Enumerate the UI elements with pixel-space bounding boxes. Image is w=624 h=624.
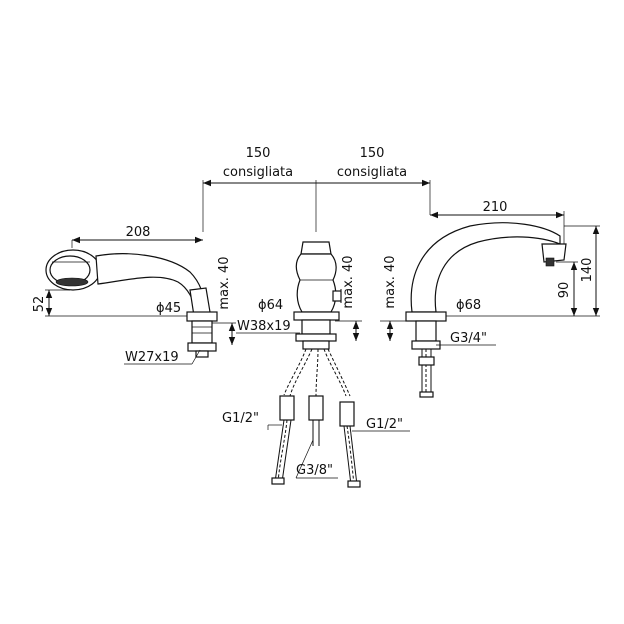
spout-thread-label: G3/4" [450, 331, 487, 346]
mixer-base [293, 311, 340, 321]
shower-head-spray-plate [55, 277, 89, 287]
hose-right-upper-b [327, 348, 351, 397]
hose-right-end [347, 480, 361, 488]
hose-center-thread-leader [295, 439, 314, 479]
handshower-base [186, 311, 218, 322]
spout-nut [411, 340, 441, 350]
spout-outlet [541, 243, 567, 263]
spout-140-label: 140 [580, 258, 595, 283]
handshower-thread-leader [191, 349, 201, 365]
spout-90-label: 90 [557, 282, 572, 299]
hose-left-lower [277, 419, 288, 483]
hose-left-lower-edge [281, 419, 292, 483]
spout-aerator [545, 257, 555, 267]
spacing-dimension-group: 150 consigliata 150 consigliata [202, 146, 431, 232]
spout-diameter-label: ϕ68 [456, 298, 481, 313]
mixer-diverter-knob [332, 290, 342, 302]
hose-right-connector [339, 401, 355, 427]
hose-left-thread-label: G1/2" [222, 411, 259, 426]
spacing-right-note: consigliata [337, 165, 407, 180]
hose-right-upper [323, 348, 347, 397]
hose-right-lower-edge [343, 425, 352, 486]
spout-shank [415, 320, 437, 342]
shower-handle [95, 253, 206, 313]
hose-center-connector [308, 395, 324, 421]
hose-left-end [271, 477, 285, 485]
mixer-lever [300, 241, 332, 255]
handshower-thread-label: W27x19 [125, 350, 179, 365]
hand-shower-drawing: 208 52 ϕ45 max. 40 W27x19 [32, 225, 236, 365]
mixer-drawing: ϕ64 W38x19 max. 40 [222, 241, 410, 488]
hose-center-upper [315, 348, 319, 397]
spout-base [405, 311, 447, 322]
supply-hoses [271, 348, 361, 488]
handshower-length-label: 208 [126, 225, 151, 240]
hose-right-lower [346, 425, 355, 486]
mixer-max-label: max. 40 [341, 255, 356, 308]
spout-max-label: max. 40 [383, 255, 398, 308]
hose-right-thread-label: G1/2" [366, 417, 403, 432]
hose-right-lower-edge [349, 425, 358, 486]
hose-left-upper [283, 348, 307, 396]
handshower-fitting [195, 350, 209, 358]
mixer-nut [295, 333, 337, 342]
mixer-shank [301, 319, 331, 335]
hose-center-thread-label: G3/8" [296, 463, 333, 478]
mixer-body [295, 253, 337, 313]
handshower-height-label: 52 [32, 296, 47, 313]
spout-drawing: 210 ϕ68 G3/4" max. 40 90 140 [380, 200, 600, 398]
hose-left-connector [279, 395, 295, 421]
spout-hose-end [419, 391, 434, 398]
handshower-max-label: max. 40 [217, 256, 232, 309]
mixer-manifold [302, 340, 330, 350]
mixer-diameter-label: ϕ64 [258, 298, 283, 313]
hose-left-lower-edge [274, 419, 285, 483]
mixer-thread-label: W38x19 [237, 319, 291, 334]
spacing-left-value: 150 [246, 146, 271, 161]
spout-length-label: 210 [483, 200, 508, 215]
spout-body [410, 222, 561, 313]
spout-hose-connector [418, 356, 435, 366]
spacing-left-note: consigliata [223, 165, 293, 180]
handshower-nut [187, 342, 217, 352]
handshower-diameter-label: ϕ45 [156, 301, 181, 316]
handshower-shank [191, 320, 213, 344]
hose-left-upper-b [289, 348, 313, 397]
spacing-right-value: 150 [360, 146, 385, 161]
